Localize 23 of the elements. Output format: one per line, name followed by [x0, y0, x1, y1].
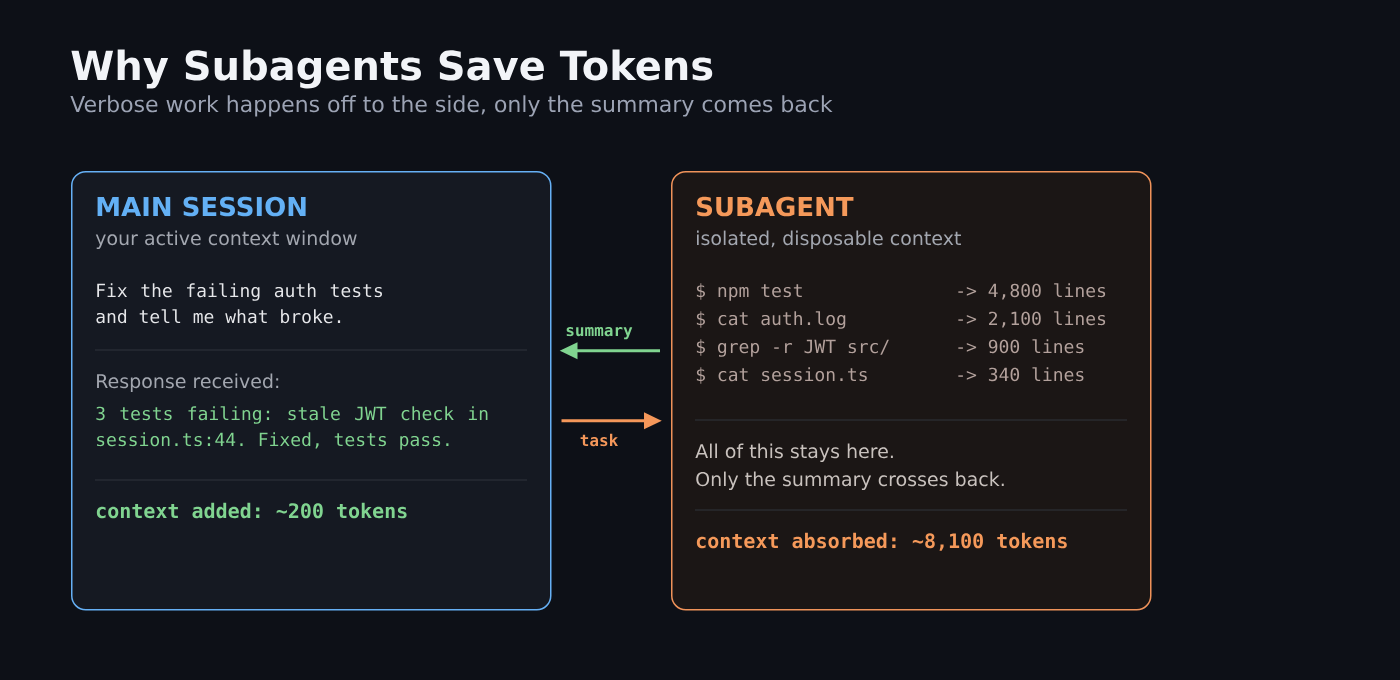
panel-subtitle: your active context window — [95, 230, 357, 249]
token-count: context added: ~200 tokens — [96, 502, 407, 519]
command-text: $ grep -r JWT src/ — [696, 339, 889, 357]
token-count: context absorbed: ~8,100 tokens — [696, 532, 1067, 551]
response-text: 3 tests failing: stale JWT check in session.ts:44. Fixed, tests pass. — [96, 406, 488, 450]
panel-subtitle: isolated, disposable context — [697, 230, 961, 249]
note-text: All of this stays here. — [695, 443, 893, 462]
section-label: Response received: — [97, 373, 279, 392]
command-text: $ npm test — [696, 283, 802, 301]
command-text: $ cat session.ts — [696, 367, 867, 384]
edge-label: summary — [566, 327, 633, 340]
title: Why Subagents Save Tokens — [71, 49, 713, 89]
subtitle: Verbose work happens off to the side, only the summary comes back — [70, 95, 833, 117]
line-count: -> 340 lines — [958, 367, 1084, 382]
edge-label: task — [580, 433, 618, 447]
line-count: -> 4,800 lines — [958, 283, 1106, 300]
prompt-text: Fix the failing auth tests and tell me what broke. — [96, 283, 382, 324]
panel-heading: SUBAGENT — [697, 196, 854, 217]
line-count: -> 900 lines — [958, 339, 1084, 354]
note-text: Only the summary crosses back. — [696, 471, 1004, 490]
panel-heading: MAIN SESSION — [97, 196, 306, 217]
line-count: -> 2,100 lines — [958, 311, 1106, 328]
command-text: $ cat auth.log — [696, 311, 846, 329]
